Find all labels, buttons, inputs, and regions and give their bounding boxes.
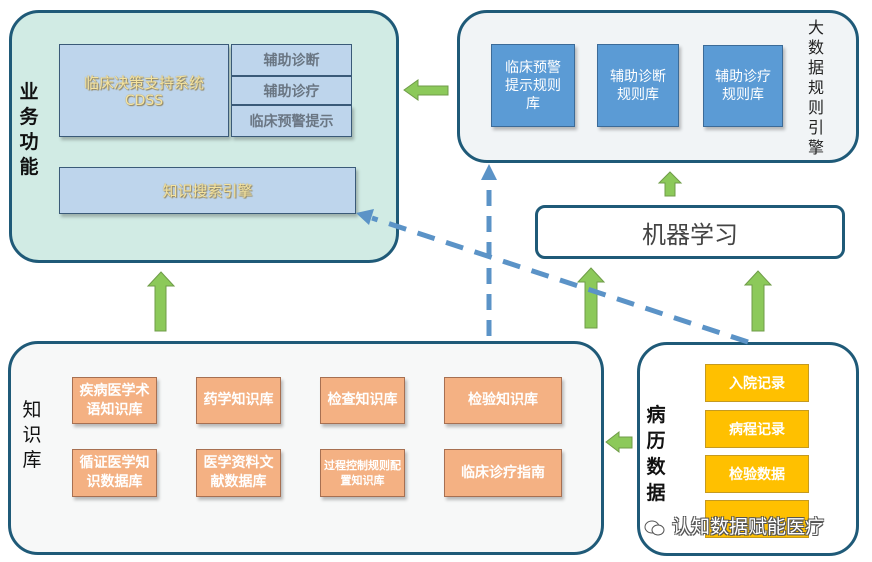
kb-evidence-based[interactable]: 循证医学知 识数据库	[72, 449, 157, 497]
rule-box-line: 辅助诊疗	[715, 69, 771, 85]
green-arrow-records-to-kb	[605, 430, 633, 454]
kb-line: 识数据库	[86, 474, 143, 490]
rule-box-line: 提示规则	[505, 77, 561, 94]
rule-box-treatment[interactable]: 辅助诊疗 规则库	[703, 45, 783, 127]
kb-line: 检验知识库	[468, 392, 538, 408]
rule-box-line: 规则库	[722, 87, 764, 103]
record-lab-data[interactable]: 检验数据	[705, 455, 809, 493]
wechat-icon	[644, 520, 665, 535]
kb-line: 医学资料文	[203, 455, 274, 471]
kb-line: 疾病医学术	[79, 382, 150, 399]
record-progress-notes[interactable]: 病程记录	[705, 410, 809, 448]
rule-box-diagnosis[interactable]: 辅助诊断 规则库	[597, 44, 679, 127]
label-char: 数	[646, 456, 666, 478]
label-char: 历	[646, 430, 666, 452]
label-char: 据	[807, 58, 824, 77]
label-char: 知	[22, 399, 42, 421]
business-function-label: 业 务 功 能	[17, 80, 41, 180]
knowledge-base-label: 知 识 库	[20, 398, 44, 473]
label-char: 据	[646, 482, 666, 504]
cdss-title: 临床决策支持系统	[83, 74, 204, 92]
kb-pharmacy[interactable]: 药学知识库	[196, 377, 281, 424]
cdss-function-label: 辅助诊断	[263, 53, 320, 69]
record-label: 病程记录	[729, 422, 785, 438]
search-engine-label: 知识搜索引擎	[162, 182, 253, 200]
cdss-box[interactable]: 临床决策支持系统 CDSS	[59, 44, 229, 137]
rule-box-line: 规则库	[617, 86, 659, 103]
kb-process-control[interactable]: 过程控制规则配 置知识库	[320, 449, 405, 497]
green-arrow-ml-to-rules	[657, 171, 683, 197]
kb-line: 置知识库	[340, 474, 385, 487]
watermark: 认知数据赋能医疗	[644, 512, 824, 539]
kb-line: 循证医学知	[79, 455, 150, 471]
kb-line: 临床诊疗指南	[461, 464, 545, 481]
kb-examination[interactable]: 检查知识库	[320, 377, 405, 424]
knowledge-search-engine-box[interactable]: 知识搜索引擎	[59, 167, 356, 214]
dashed-arrow-records-to-search	[371, 215, 749, 345]
record-item-obscured[interactable]	[705, 500, 809, 538]
rule-box-clinical-warning[interactable]: 临床预警 提示规则 库	[491, 44, 575, 127]
dashed-arrowhead-search	[356, 209, 374, 225]
kb-line: 检查知识库	[327, 392, 398, 408]
label-char: 病	[646, 404, 666, 426]
rules-engine-label: 大 数 据 规 则 引 擎	[804, 18, 828, 158]
kb-line: 献数据库	[210, 474, 267, 490]
machine-learning-label: 机器学习	[642, 220, 738, 249]
kb-line: 药学知识库	[203, 392, 274, 408]
knowledge-base-panel	[8, 341, 604, 555]
cdss-function-warning[interactable]: 临床预警提示	[231, 105, 352, 137]
label-char: 规	[807, 78, 824, 97]
cdss-function-treatment[interactable]: 辅助诊疗	[231, 76, 352, 105]
label-char: 能	[19, 156, 39, 178]
label-char: 擎	[807, 138, 824, 157]
record-label: 检验数据	[729, 467, 785, 483]
label-char: 功	[19, 131, 39, 153]
cdss-function-diagnosis[interactable]: 辅助诊断	[231, 44, 352, 76]
label-char: 务	[19, 106, 39, 128]
kb-laboratory[interactable]: 检验知识库	[444, 377, 562, 424]
kb-line: 过程控制规则配	[324, 459, 401, 472]
watermark-text: 认知数据赋能医疗	[672, 516, 825, 538]
green-arrow-kb-to-ml	[576, 267, 606, 329]
record-admission[interactable]: 入院记录	[705, 364, 809, 402]
medical-records-label: 病 历 数 据	[644, 402, 668, 506]
rule-box-line: 库	[526, 95, 540, 112]
kb-disease-terminology[interactable]: 疾病医学术 语知识库	[72, 377, 157, 424]
label-char: 大	[807, 18, 824, 37]
kb-clinical-guidelines[interactable]: 临床诊疗指南	[444, 449, 562, 497]
green-arrow-rules-to-business	[403, 79, 449, 101]
kb-line: 语知识库	[86, 401, 143, 418]
record-label: 入院记录	[729, 376, 785, 392]
rule-box-line: 临床预警	[505, 59, 561, 76]
label-char: 引	[807, 118, 824, 137]
machine-learning-box[interactable]: 机器学习	[535, 205, 845, 259]
label-char: 识	[22, 424, 42, 446]
label-char: 库	[22, 449, 42, 471]
cdss-abbrev: CDSS	[124, 93, 164, 109]
cdss-function-label: 辅助诊疗	[263, 83, 320, 100]
kb-literature[interactable]: 医学资料文 献数据库	[196, 449, 281, 497]
cdss-function-label: 临床预警提示	[249, 114, 334, 130]
green-arrow-records-to-ml	[743, 270, 773, 332]
dashed-arrowhead-rules	[481, 164, 497, 180]
label-char: 业	[19, 81, 39, 103]
green-arrow-kb-to-business	[146, 271, 176, 332]
rule-box-line: 辅助诊断	[610, 68, 666, 85]
label-char: 则	[807, 98, 824, 117]
label-char: 数	[807, 38, 824, 57]
